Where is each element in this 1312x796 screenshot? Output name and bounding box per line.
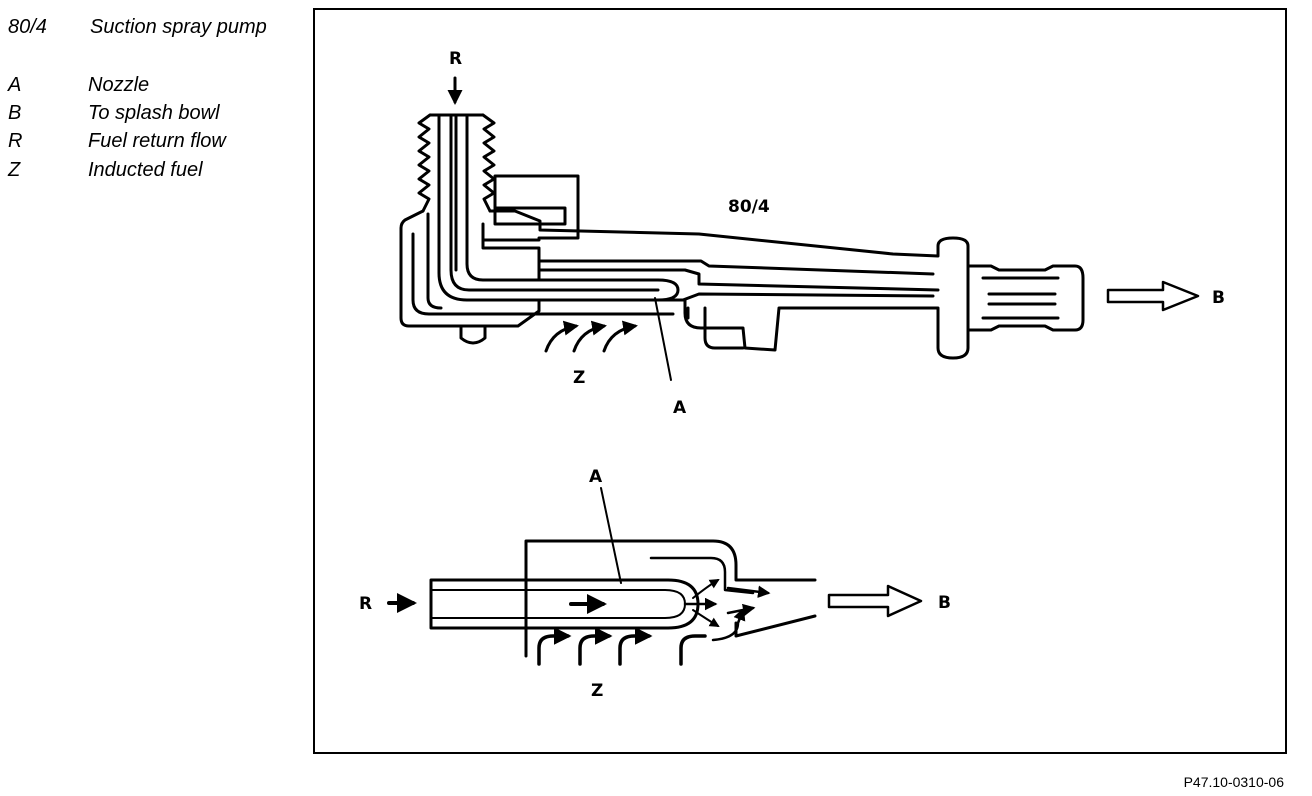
legend-key: A bbox=[8, 74, 22, 96]
arrow-z-top bbox=[602, 320, 638, 353]
arrow-z-top bbox=[572, 320, 607, 353]
label-z-bottom: Z bbox=[591, 681, 603, 701]
housing-inner bbox=[649, 556, 755, 595]
leader-a-top bbox=[654, 297, 672, 381]
arrow-z-top bbox=[544, 320, 579, 353]
body-outline bbox=[537, 259, 935, 350]
legend-desc: Inducted fuel bbox=[88, 159, 203, 181]
figure-reference: P47.10-0310-06 bbox=[1183, 774, 1284, 790]
outlet-connector bbox=[966, 264, 1085, 332]
legend-desc: Nozzle bbox=[88, 74, 150, 96]
nozzle-tube bbox=[429, 578, 700, 630]
flow-arrow bbox=[692, 578, 720, 599]
arrow-b-top bbox=[1106, 280, 1200, 312]
nozzle-bore bbox=[430, 589, 686, 619]
pump-diagram: R 80/4 B Z A A R B Z bbox=[359, 49, 1225, 701]
legend-key: Z bbox=[8, 159, 21, 181]
inner-passage bbox=[437, 113, 680, 302]
upper-chamber bbox=[493, 174, 580, 240]
label-z-top: Z bbox=[573, 368, 585, 388]
legend-key: R bbox=[8, 130, 23, 152]
leader-a-bottom bbox=[600, 487, 622, 584]
flow-arrow bbox=[726, 585, 771, 598]
label-r-top: R bbox=[449, 49, 462, 69]
pump-cross-section bbox=[399, 76, 1200, 381]
legend-key: B bbox=[8, 102, 22, 124]
label-part-80-4: 80/4 bbox=[728, 197, 770, 217]
flow-arrow bbox=[692, 609, 720, 628]
diagram-frame bbox=[313, 8, 1287, 754]
inner-passage-wall bbox=[411, 212, 940, 316]
legend-title-desc: Suction spray pump bbox=[90, 16, 267, 38]
pump-body bbox=[399, 209, 970, 360]
legend-desc: Fuel return flow bbox=[88, 130, 226, 152]
label-a-bottom: A bbox=[589, 467, 603, 487]
label-r-bottom: R bbox=[359, 594, 372, 614]
arrow-z-bottom bbox=[537, 627, 572, 666]
label-b-top: B bbox=[1212, 288, 1225, 308]
label-b-bottom: B bbox=[938, 593, 951, 613]
arrow-z-bottom bbox=[578, 627, 613, 666]
legend-title-code: 80/4 bbox=[8, 16, 47, 38]
arrow-b-bottom bbox=[827, 584, 923, 618]
flow-arrow bbox=[711, 607, 746, 642]
arrow-z-bottom bbox=[679, 634, 707, 666]
nozzle-detail bbox=[387, 487, 923, 666]
flow-arrow bbox=[726, 603, 756, 617]
nozzle-housing bbox=[524, 539, 817, 658]
arrow-z-bottom bbox=[618, 627, 653, 666]
legend-desc: To splash bowl bbox=[88, 102, 220, 124]
pump-boss bbox=[459, 324, 487, 345]
label-a-top: A bbox=[673, 398, 687, 418]
